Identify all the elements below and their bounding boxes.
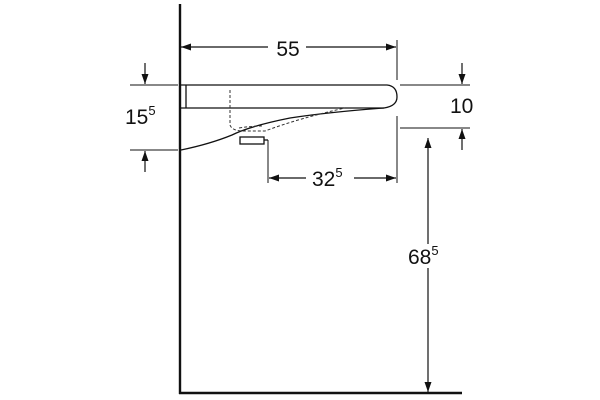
dim-label-offset: 325	[312, 165, 343, 191]
extension-lines	[130, 40, 470, 183]
dim-width-top-main: 55	[276, 38, 299, 61]
dim-label-mount-height: 685	[408, 243, 439, 269]
hidden-bowl-outline	[229, 90, 346, 132]
dim-basin-depth-sup: 5	[148, 103, 155, 118]
dim-rim-thickness-main: 10	[450, 95, 473, 118]
dim-label-rim-thickness: 10	[450, 95, 473, 118]
dim-basin-depth-main: 15	[125, 106, 148, 129]
dim-offset-sup: 5	[335, 165, 342, 180]
dim-label-width-top: 55	[276, 38, 299, 61]
dim-label-basin-depth: 155	[125, 103, 156, 129]
dim-offset-main: 32	[312, 168, 335, 191]
washbasin-outline	[180, 84, 398, 151]
drain-outlet	[239, 136, 265, 145]
dim-mount-height-sup: 5	[431, 243, 438, 258]
dim-mount-height-main: 68	[408, 246, 431, 269]
